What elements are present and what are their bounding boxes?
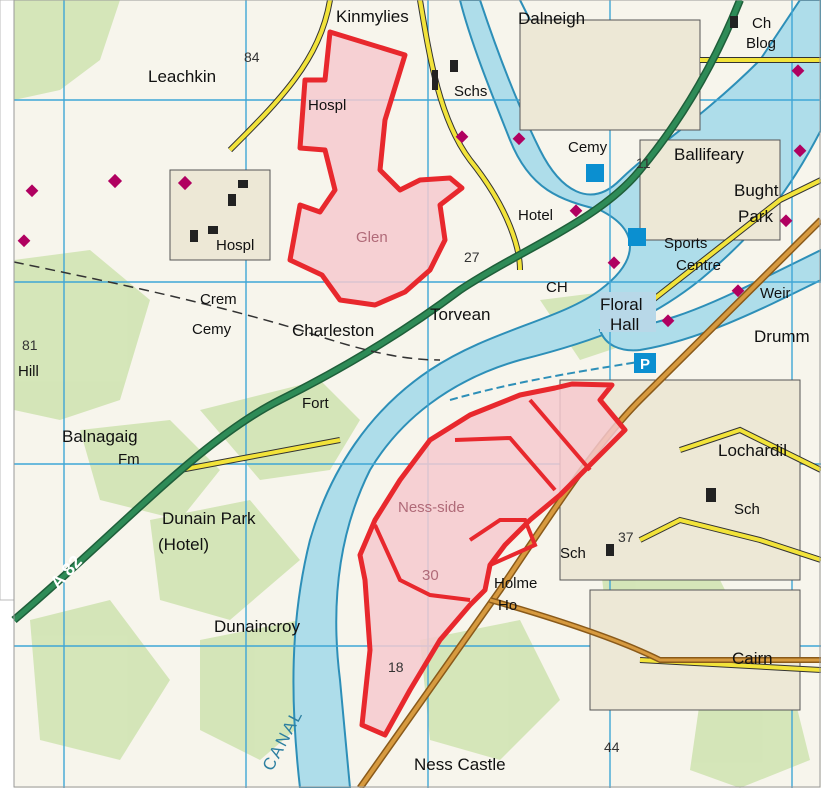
label-sports: Sports [664, 235, 707, 252]
place-labels: Kinmylies Dalneigh Leachkin Schs Hospl C… [18, 7, 810, 774]
label-dalneigh: Dalneigh [518, 9, 585, 28]
label-blog: Blog [746, 35, 776, 52]
site-south [357, 381, 628, 738]
label-centre: Centre [676, 257, 721, 274]
label-hospl: Hospl [216, 237, 254, 254]
spot-height-27: 27 [464, 249, 480, 265]
label-weir: Weir [760, 285, 791, 302]
label-kinmylies: Kinmylies [336, 7, 409, 26]
parking-icon [634, 353, 656, 373]
label-drumm: Drumm [754, 327, 810, 346]
spot-height-84: 84 [244, 49, 260, 65]
label-floral: Floral [600, 295, 643, 314]
label-ness-side: Ness-side [398, 499, 465, 516]
label-lochardil: Lochardil [718, 441, 787, 460]
label-fm: Fm [118, 451, 140, 468]
label-ho: Ho [498, 597, 517, 614]
site-boundaries [287, 29, 628, 738]
minor-roads-fill [179, 0, 821, 672]
spot-heights: 84 27 11 81 37 18 44 30 [22, 49, 651, 755]
spot-height-18: 18 [388, 659, 404, 675]
a82-road [11, 0, 744, 624]
label-sch-right: Sch [734, 501, 760, 518]
label-glen: Glen [356, 229, 388, 246]
b-road [357, 217, 821, 788]
label-balnagaig: Balnagaig [62, 427, 138, 446]
label-ballifeary: Ballifeary [674, 145, 744, 164]
label-dunaincroy: Dunaincroy [214, 617, 300, 636]
spot-height-81: 81 [22, 337, 38, 353]
spot-height-44: 44 [604, 739, 620, 755]
label-charleston: Charleston [292, 321, 374, 340]
map-frame [13, 0, 821, 788]
dismantled-railway [13, 261, 441, 361]
label-hotel: Hotel [518, 207, 553, 224]
spot-height-11: 11 [636, 155, 651, 171]
sports-icon [628, 228, 646, 246]
label-sch: Sch [560, 545, 586, 562]
page-margin [0, 0, 15, 601]
label-cemy-top: Cemy [568, 139, 608, 156]
label-hall: Hall [610, 315, 639, 334]
label-schs: Schs [454, 83, 487, 100]
floral-hall-panel [600, 292, 656, 332]
label-hospl-top: Hospl [308, 97, 346, 114]
label-ch: CH [546, 279, 568, 296]
label-dunain-park: Dunain Park [162, 509, 256, 528]
site-internal-lines [373, 398, 592, 602]
label-fort: Fort [302, 395, 330, 412]
label-hotel-paren: (Hotel) [158, 535, 209, 554]
label-hill: Hill [18, 363, 39, 380]
site-north [287, 29, 465, 308]
label-park: Park [738, 207, 773, 226]
label-torvean: Torvean [430, 305, 490, 324]
spot-height-30: 30 [422, 567, 439, 584]
info-icon [586, 164, 604, 182]
label-holme: Holme [494, 575, 537, 592]
label-cairn: Cairn [732, 649, 773, 668]
label-ch-top: Ch [752, 15, 771, 32]
label-ness-castle: Ness Castle [414, 755, 506, 774]
label-bught: Bught [734, 181, 779, 200]
buildings [190, 16, 738, 556]
label-crem: Crem [200, 291, 237, 308]
label-leachkin: Leachkin [148, 67, 216, 86]
svg-text:P: P [640, 356, 650, 373]
spot-height-37: 37 [618, 529, 634, 545]
tourist-symbols: P [586, 164, 656, 373]
label-cemy-left: Cemy [192, 321, 232, 338]
